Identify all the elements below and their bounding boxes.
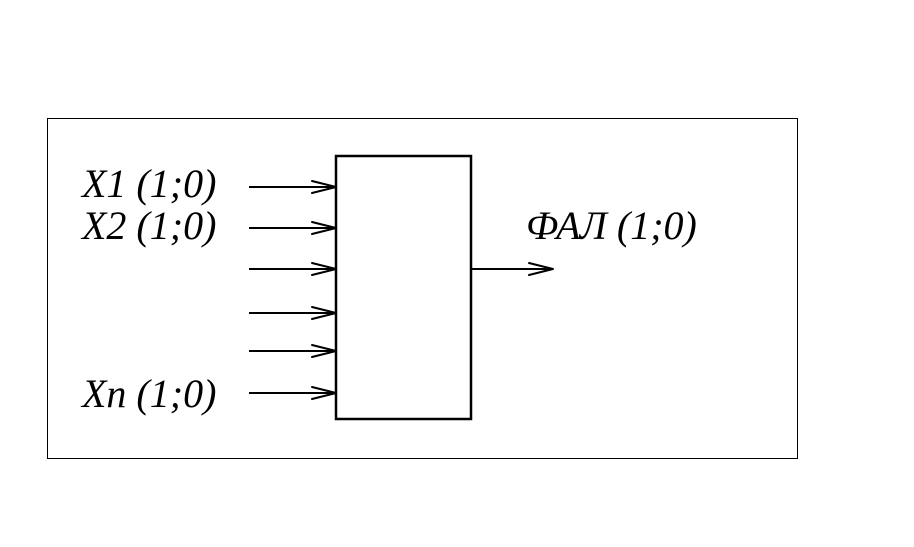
input-arrow-4 (249, 306, 337, 320)
input-label-xn: Xn (1;0) (80, 371, 216, 416)
input-arrow-3 (249, 262, 337, 276)
input-arrow-2 (249, 221, 337, 235)
input-arrow-n (249, 386, 337, 400)
logic-block (334, 154, 473, 421)
output-label: ФАЛ (1;0) (526, 203, 697, 248)
input-label-x1: X1 (1;0) (80, 161, 216, 206)
input-arrow-5 (249, 344, 337, 358)
output-arrow (471, 262, 554, 276)
input-label-x2: X2 (1;0) (80, 203, 216, 248)
input-arrow-1 (249, 180, 337, 194)
